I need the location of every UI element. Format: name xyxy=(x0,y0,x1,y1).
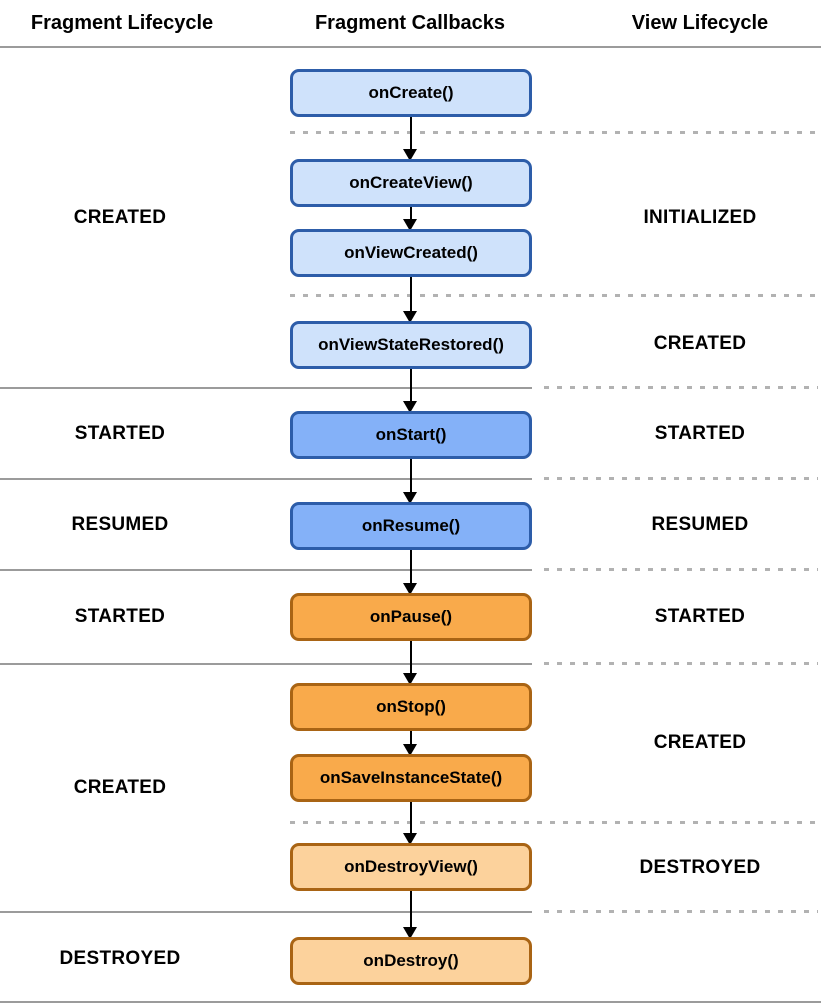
column-header-2: View Lifecycle xyxy=(631,12,769,34)
fragment-state-5: DESTROYED xyxy=(59,948,181,969)
flow-arrow-head-6 xyxy=(403,673,417,685)
view-state-0: INITIALIZED xyxy=(643,207,757,228)
separator-solid-5 xyxy=(0,569,532,571)
flow-arrow-shaft-2 xyxy=(410,275,412,313)
flow-arrow-shaft-6 xyxy=(410,639,412,675)
flow-arrow-head-3 xyxy=(403,401,417,413)
view-state-5: CREATED xyxy=(653,732,747,753)
separator-solid-6 xyxy=(0,663,532,665)
callback-box-onViewStateRestored: onViewStateRestored() xyxy=(290,321,532,369)
flow-arrow-shaft-9 xyxy=(410,889,412,929)
column-header-0: Fragment Lifecycle xyxy=(30,12,214,34)
callback-box-onPause: onPause() xyxy=(290,593,532,641)
separator-solid-4 xyxy=(0,478,532,480)
separator-dashed-5 xyxy=(544,568,818,571)
view-state-3: RESUMED xyxy=(651,514,749,535)
separator-dashed-7 xyxy=(290,821,818,824)
flow-arrow-head-8 xyxy=(403,833,417,845)
flow-arrow-head-2 xyxy=(403,311,417,323)
callback-box-onStart: onStart() xyxy=(290,411,532,459)
fragment-state-1: STARTED xyxy=(74,423,166,444)
flow-arrow-head-7 xyxy=(403,744,417,756)
view-state-2: STARTED xyxy=(654,423,746,444)
separator-solid-3 xyxy=(0,387,532,389)
separator-dashed-4 xyxy=(544,477,818,480)
callback-box-onStop: onStop() xyxy=(290,683,532,731)
flow-arrow-shaft-7 xyxy=(410,729,412,746)
flow-arrow-head-9 xyxy=(403,927,417,939)
fragment-state-4: CREATED xyxy=(73,777,167,798)
fragment-state-2: RESUMED xyxy=(71,514,169,535)
callback-box-onDestroyView: onDestroyView() xyxy=(290,843,532,891)
callback-box-onCreateView: onCreateView() xyxy=(290,159,532,207)
flow-arrow-head-1 xyxy=(403,219,417,231)
callback-box-onResume: onResume() xyxy=(290,502,532,550)
fragment-state-0: CREATED xyxy=(73,207,167,228)
separator-dashed-3 xyxy=(544,386,818,389)
flow-arrow-shaft-0 xyxy=(410,115,412,151)
column-header-1: Fragment Callbacks xyxy=(314,12,506,34)
view-state-1: CREATED xyxy=(653,333,747,354)
separator-dashed-6 xyxy=(544,662,818,665)
flow-arrow-shaft-4 xyxy=(410,457,412,494)
flow-arrow-head-0 xyxy=(403,149,417,161)
separator-dashed-8 xyxy=(544,910,818,913)
fragment-state-3: STARTED xyxy=(74,606,166,627)
flow-arrow-shaft-8 xyxy=(410,800,412,835)
callback-box-onCreate: onCreate() xyxy=(290,69,532,117)
flow-arrow-shaft-3 xyxy=(410,367,412,403)
view-state-4: STARTED xyxy=(654,606,746,627)
separator-solid-8 xyxy=(0,911,532,913)
flow-arrow-head-4 xyxy=(403,492,417,504)
callback-box-onViewCreated: onViewCreated() xyxy=(290,229,532,277)
separator-dashed-2 xyxy=(290,294,818,297)
separator-solid-9 xyxy=(0,1001,821,1003)
separator-dashed-1 xyxy=(290,131,818,134)
flow-arrow-shaft-1 xyxy=(410,205,412,221)
callback-box-onSaveInstanceState: onSaveInstanceState() xyxy=(290,754,532,802)
flow-arrow-head-5 xyxy=(403,583,417,595)
flow-arrow-shaft-5 xyxy=(410,548,412,585)
separator-solid-0 xyxy=(0,46,821,48)
view-state-6: DESTROYED xyxy=(639,857,761,878)
callback-box-onDestroy: onDestroy() xyxy=(290,937,532,985)
